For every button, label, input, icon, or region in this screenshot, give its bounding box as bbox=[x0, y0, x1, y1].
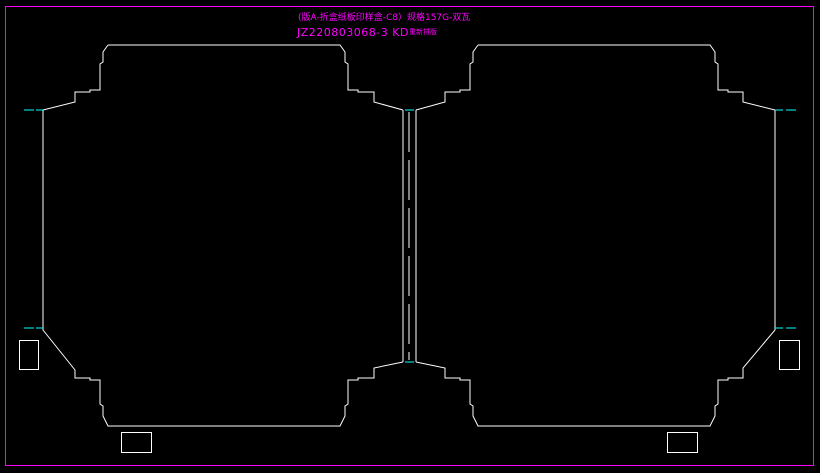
relayout-label: 重新排版 bbox=[409, 28, 437, 36]
drawing-border bbox=[5, 6, 814, 466]
register-boxes bbox=[19, 340, 800, 453]
right-panel-outline bbox=[415, 44, 776, 427]
left-panel-outline bbox=[42, 44, 404, 427]
crease-marks bbox=[24, 109, 796, 329]
job-number-label: JZ220803068-3 KD bbox=[297, 26, 409, 39]
center-glue-strip bbox=[402, 109, 417, 363]
job-spec-label: (版A-折盒纸板印样盒-C8）规格157G-双瓦 bbox=[298, 13, 471, 23]
